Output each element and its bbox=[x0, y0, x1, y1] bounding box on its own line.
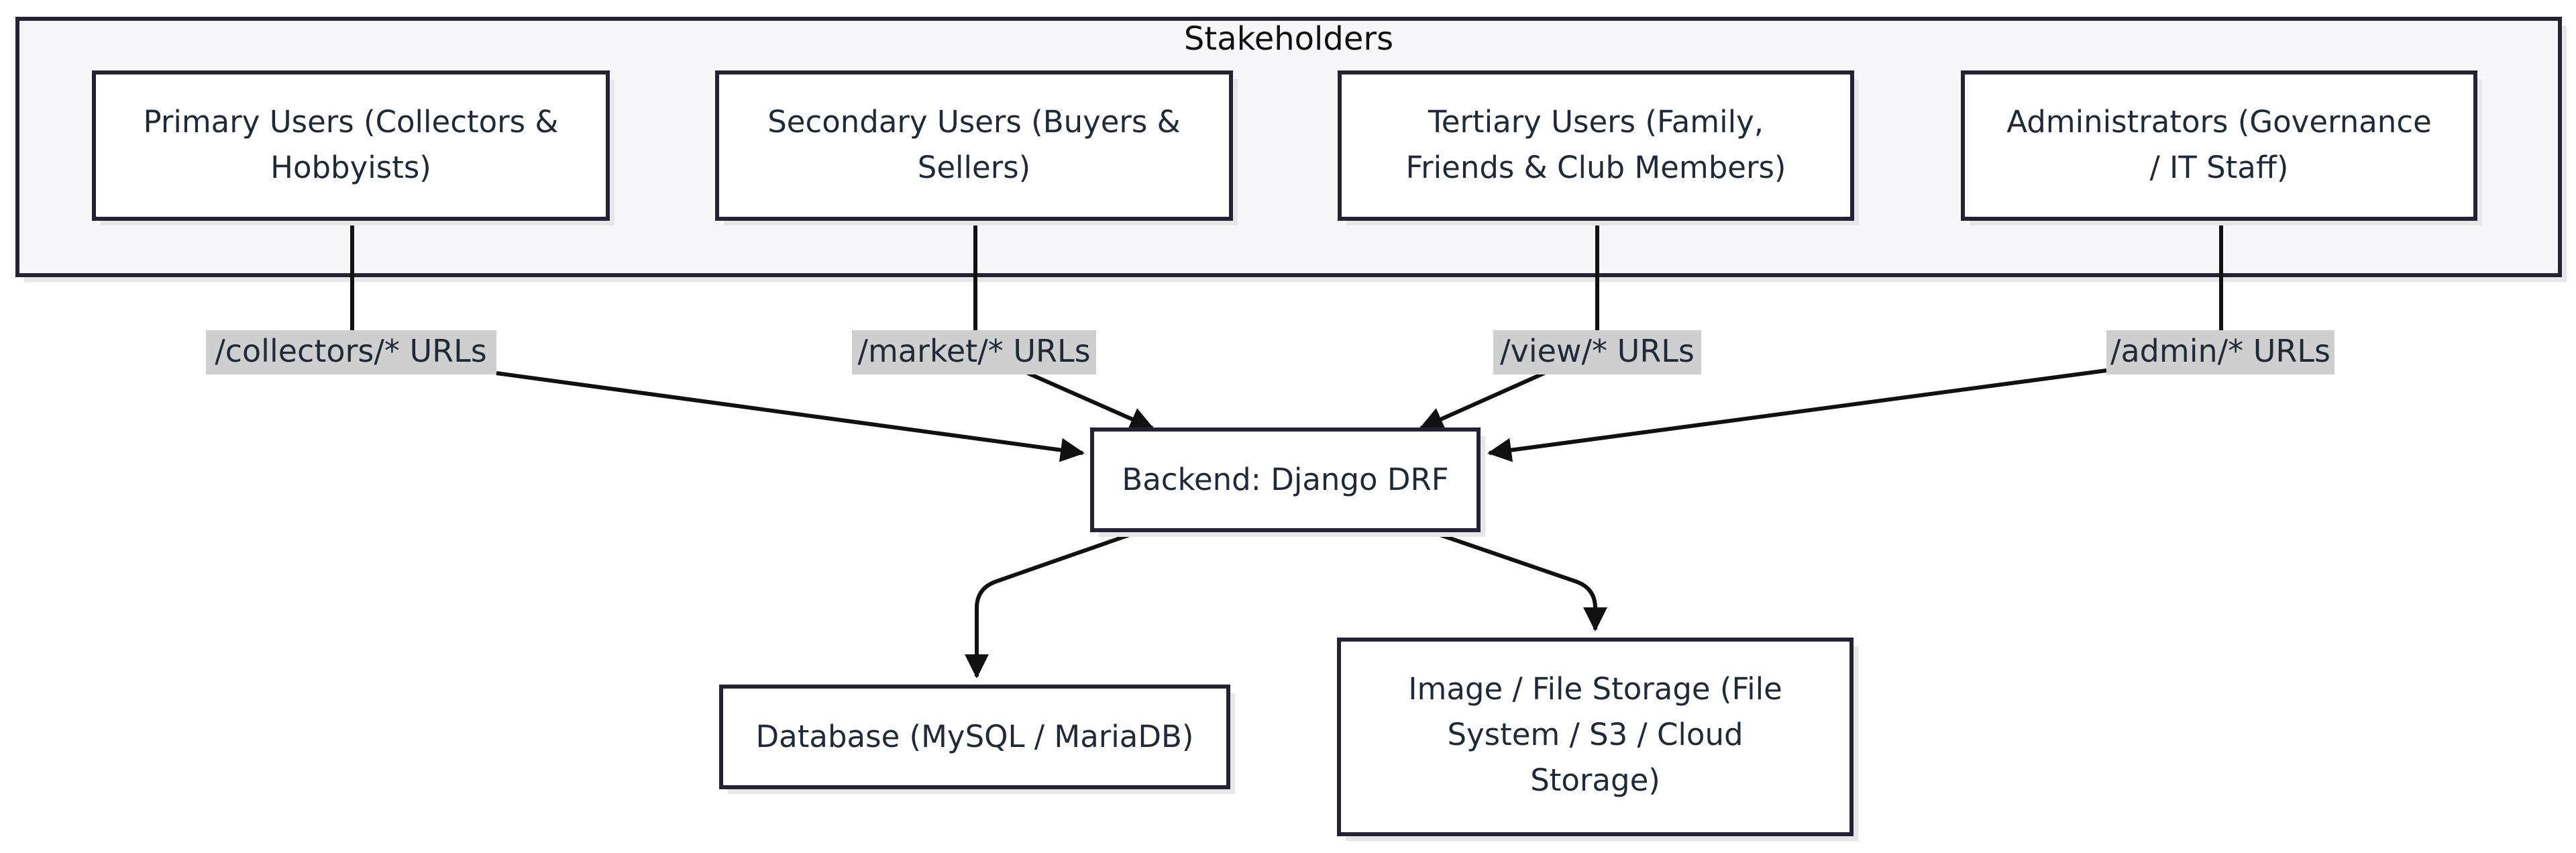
node-tertiary-users: Tertiary Users (Family, Friends & Club M… bbox=[1338, 70, 1859, 225]
edge-view bbox=[1419, 218, 1599, 431]
svg-text:Database (MySQL / MariaDB): Database (MySQL / MariaDB) bbox=[756, 719, 1194, 754]
node-database: Database (MySQL / MariaDB) bbox=[719, 685, 1235, 794]
edge-collectors bbox=[350, 218, 1085, 462]
edge-label-collectors: /collectors/* URLs bbox=[206, 330, 496, 374]
edge-label-admin: /admin/* URLs bbox=[2106, 330, 2334, 374]
svg-text:/admin/* URLs: /admin/* URLs bbox=[2110, 333, 2330, 369]
node-storage: Image / File Storage (File System / S3 /… bbox=[1337, 638, 1858, 841]
svg-text:/collectors/* URLs: /collectors/* URLs bbox=[215, 333, 487, 369]
node-backend: Backend: Django DRF bbox=[1090, 428, 1485, 537]
stakeholders-title: Stakeholders bbox=[1184, 20, 1393, 58]
svg-text:Sellers): Sellers) bbox=[918, 150, 1030, 185]
svg-text:/view/* URLs: /view/* URLs bbox=[1500, 333, 1695, 369]
edge-label-view: /view/* URLs bbox=[1493, 330, 1701, 374]
edge-admin bbox=[1487, 218, 2223, 462]
edge-market bbox=[973, 218, 1155, 431]
svg-text:Friends & Club Members): Friends & Club Members) bbox=[1406, 150, 1786, 185]
svg-text:Hobbyists): Hobbyists) bbox=[270, 150, 431, 185]
node-administrators: Administrators (Governance / IT Staff) bbox=[1961, 70, 2482, 225]
edge-backend-storage bbox=[1432, 530, 1607, 632]
svg-text:Image / File Storage (File: Image / File Storage (File bbox=[1408, 671, 1782, 707]
node-secondary-users: Secondary Users (Buyers & Sellers) bbox=[715, 70, 1238, 225]
svg-text:/market/* URLs: /market/* URLs bbox=[857, 333, 1090, 369]
edge-label-market: /market/* URLs bbox=[852, 330, 1096, 374]
node-primary-users: Primary Users (Collectors & Hobbyists) bbox=[92, 70, 614, 225]
svg-text:Administrators (Governance: Administrators (Governance bbox=[2006, 104, 2432, 140]
svg-text:Secondary Users (Buyers &: Secondary Users (Buyers & bbox=[767, 104, 1181, 140]
svg-text:Tertiary Users (Family,: Tertiary Users (Family, bbox=[1428, 104, 1764, 140]
svg-text:Primary Users (Collectors &: Primary Users (Collectors & bbox=[144, 104, 559, 140]
svg-text:/ IT Staff): / IT Staff) bbox=[2150, 150, 2289, 185]
svg-text:System / S3 / Cloud: System / S3 / Cloud bbox=[1447, 717, 1743, 752]
svg-text:Backend: Django DRF: Backend: Django DRF bbox=[1122, 462, 1448, 497]
edge-backend-database bbox=[965, 530, 1138, 679]
svg-text:Storage): Storage) bbox=[1530, 762, 1660, 798]
